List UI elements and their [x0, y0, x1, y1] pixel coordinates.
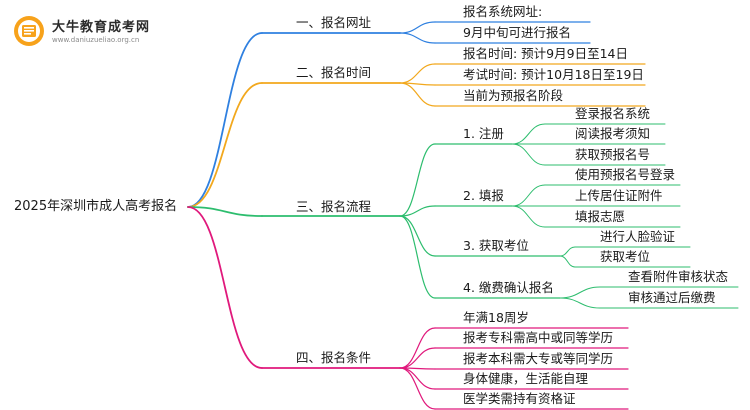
register-sub-2: 阅读报考须知 [575, 126, 651, 141]
logo-url: www.daniuzueliao.org.cn [52, 36, 140, 44]
seat-sub-1: 进行人脸验证 [600, 229, 676, 244]
site-logo: 大牛教育成考网 www.daniuzueliao.org.cn [12, 14, 162, 50]
condition-connector-5 [399, 367, 436, 410]
step-connector-3 [399, 215, 436, 257]
condition-2: 报考专科需高中或同等学历 [463, 330, 614, 345]
time-item-2: 考试时间: 预计10月18日至19日 [463, 67, 644, 82]
step-connector-4 [399, 215, 436, 299]
seat-sub-2: 获取考位 [600, 249, 651, 264]
branch-4-label: 四、报名条件 [296, 350, 372, 365]
root-to-branch-3 [187, 206, 263, 217]
fill-sub-2: 上传居住证附件 [575, 188, 663, 203]
step-2-sub-connector-1 [511, 184, 546, 207]
logo-title: 大牛教育成考网 [52, 20, 151, 35]
step-connector-1 [399, 143, 436, 217]
step-2-sub-connector-3 [511, 205, 546, 228]
register-sub-1: 登录报名系统 [575, 106, 651, 121]
root-to-branch-4 [187, 206, 263, 369]
branch-1-label: 一、报名网址 [296, 15, 372, 30]
time-connector-3 [399, 82, 436, 107]
book-logo-icon [14, 16, 44, 46]
condition-3: 报考本科需大专或等同学历 [463, 351, 614, 366]
branch-3-label: 三、报名流程 [296, 199, 372, 214]
payment-sub-1: 查看附件审核状态 [628, 269, 729, 284]
root-to-branch-1 [187, 32, 263, 208]
condition-connector-2 [399, 347, 436, 369]
register-sub-3: 获取预报名号 [575, 147, 651, 162]
root-to-branch-2 [187, 82, 263, 208]
step-connector-2 [399, 205, 436, 217]
condition-1: 年满18周岁 [463, 310, 529, 325]
step-1-sub-connector-3 [511, 143, 546, 166]
fill-sub-3: 填报志愿 [575, 209, 626, 224]
condition-5: 医学类需持有资格证 [463, 391, 576, 406]
time-connector-1 [399, 63, 436, 84]
step-seat: 3. 获取考位 [463, 238, 529, 253]
condition-connector-1 [399, 327, 436, 369]
step-fill: 2. 填报 [463, 188, 504, 203]
time-item-3: 当前为预报名阶段 [463, 88, 564, 103]
step-1-sub-connector-1 [511, 123, 546, 145]
url-connector-1 [399, 21, 436, 34]
fill-sub-1: 使用预报名号登录 [575, 167, 676, 182]
url-item-1: 报名系统网址: [463, 4, 543, 19]
condition-connector-4 [399, 367, 436, 390]
step-4-sub-connector-2 [559, 297, 601, 309]
step-4-sub-connector-1 [559, 286, 601, 299]
payment-sub-2: 审核通过后缴费 [628, 290, 716, 305]
time-item-1: 报名时间: 预计9月9日至14日 [463, 46, 628, 61]
step-payment: 4. 缴费确认报名 [463, 280, 554, 295]
root-node: 2025年深圳市成人高考报名 [14, 199, 178, 214]
step-3-sub-connector-2 [559, 255, 576, 268]
step-register: 1. 注册 [463, 126, 504, 141]
branch-2-label: 二、报名时间 [296, 65, 372, 80]
step-3-sub-connector-1 [559, 246, 576, 257]
condition-4: 身体健康，生活能自理 [463, 371, 589, 386]
url-connector-2 [399, 32, 436, 44]
url-item-2: 9月中旬可进行报名 [463, 25, 571, 40]
